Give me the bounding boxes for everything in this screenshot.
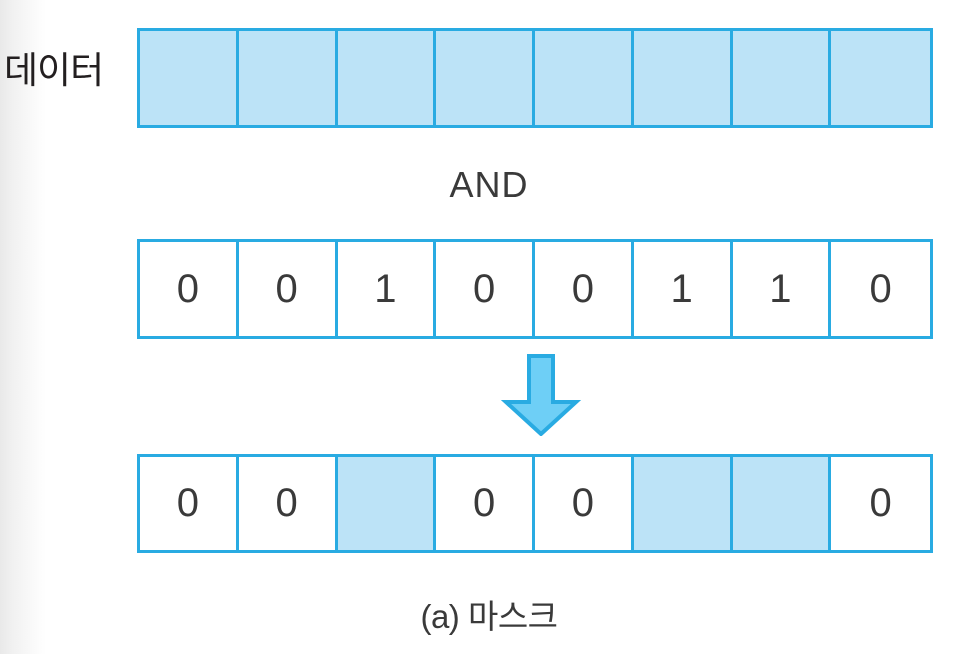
bit-cell: 0 [238,457,338,550]
mask-bit-row: 0 0 1 0 0 1 1 0 [137,239,933,339]
bit-cell: 0 [831,457,930,550]
figure-caption: (a) 마스크 [420,598,558,635]
bit-cell: 1 [337,242,437,336]
bit-cell [732,31,832,125]
bit-cell [337,31,437,125]
bit-cell: 0 [238,242,338,336]
bit-cell: 1 [732,242,832,336]
bit-cell [633,31,733,125]
bit-cell [535,31,634,125]
bit-cell: 0 [831,242,930,336]
bit-cell: 0 [535,457,634,550]
bit-cell: 0 [535,242,634,336]
bit-cell [238,31,338,125]
bit-cell: 1 [633,242,733,336]
operator-label: AND [449,164,529,205]
bit-cell: 0 [436,242,535,336]
bit-cell [831,31,930,125]
data-row-label: 데이터 [4,50,104,91]
bit-cell [732,457,832,550]
result-bit-row: 0 0 0 0 0 [137,454,933,553]
down-arrow-icon [500,354,582,437]
data-bit-row [137,28,933,128]
bit-cell [140,31,239,125]
bit-cell: 0 [140,242,239,336]
bit-cell [436,31,535,125]
bit-cell [337,457,437,550]
bit-cell: 0 [436,457,535,550]
bit-cell [633,457,733,550]
bit-cell: 0 [140,457,239,550]
